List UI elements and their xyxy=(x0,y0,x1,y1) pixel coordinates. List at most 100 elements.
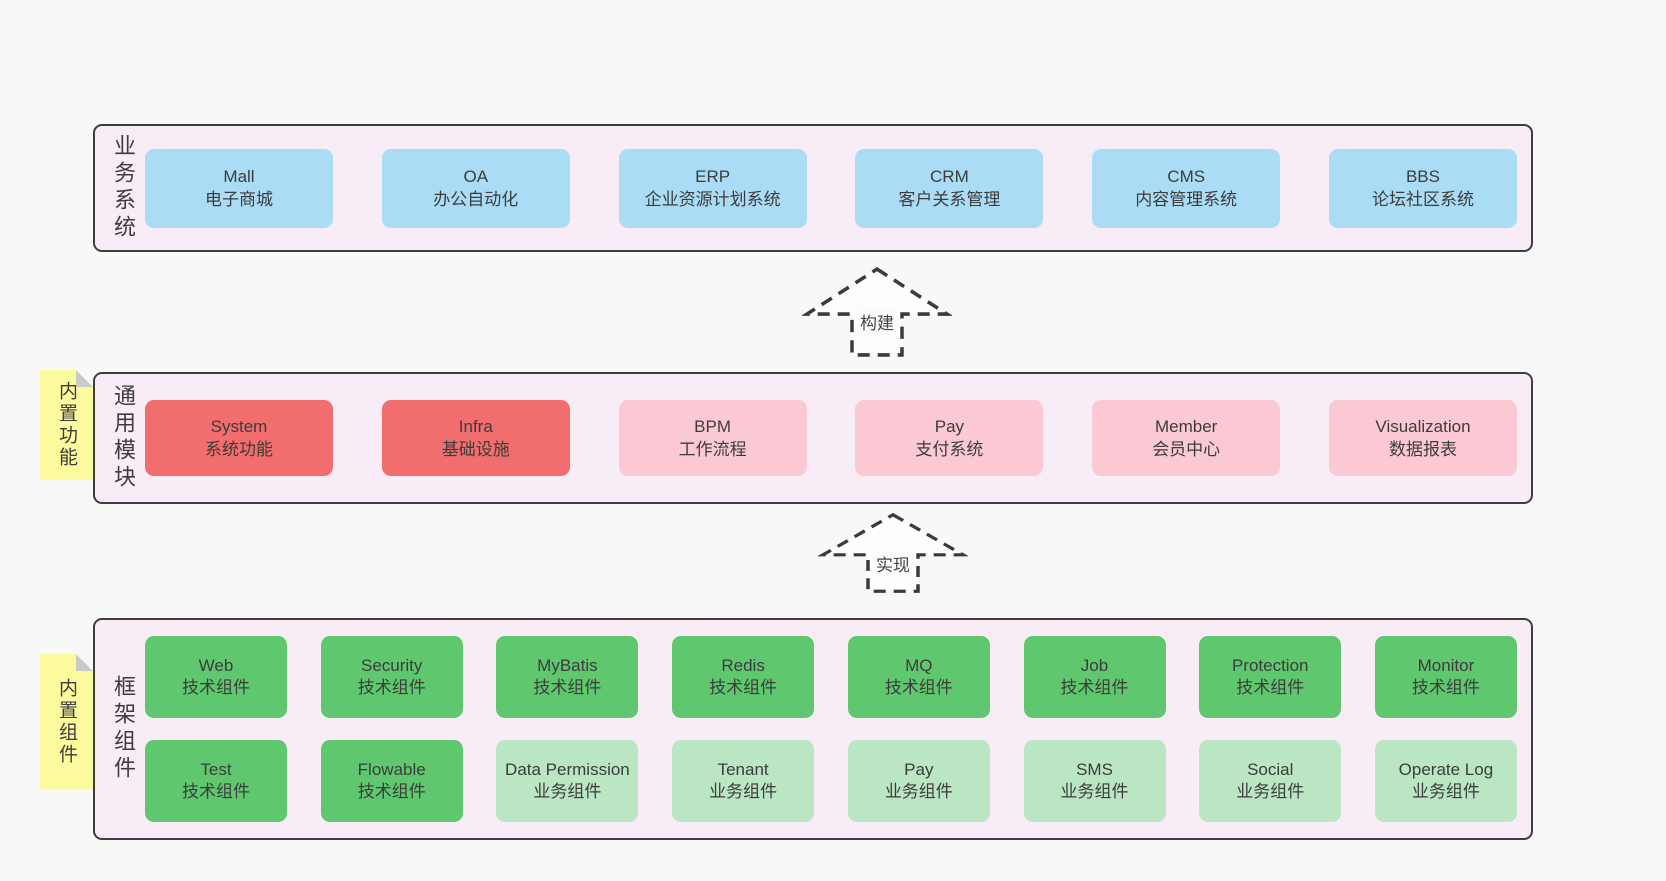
box-title: BPM xyxy=(694,417,732,436)
note-text: 内置功能 xyxy=(56,381,77,469)
box-redis: Redis 技术组件 xyxy=(672,636,815,718)
box-crm: CRM 客户关系管理 xyxy=(855,148,1044,228)
box-bpm: BPM 工作流程 xyxy=(618,400,807,476)
panel-framework-components: 框架组件 Web 技术组件 Security 技术组件 MyBatis 技术组件… xyxy=(93,618,1533,840)
box-title: Operate Log xyxy=(1398,760,1494,779)
box-title: Flowable xyxy=(357,760,426,779)
box-title: MyBatis xyxy=(537,656,598,675)
box-data-permission: Data Permission 业务组件 xyxy=(496,740,639,822)
box-erp: ERP 企业资源计划系统 xyxy=(618,148,807,228)
box-title: Monitor xyxy=(1417,656,1475,675)
box-subtitle: 技术组件 xyxy=(357,782,426,801)
box-title: Test xyxy=(200,760,232,779)
box-subtitle: 技术组件 xyxy=(884,678,953,697)
box-subtitle: 数据报表 xyxy=(1388,440,1457,459)
box-subtitle: 业务组件 xyxy=(884,782,953,801)
box-subtitle: 技术组件 xyxy=(709,678,778,697)
box-subtitle: 技术组件 xyxy=(1236,678,1305,697)
box-title: Data Permission xyxy=(505,760,630,779)
box-member: Member 会员中心 xyxy=(1092,400,1281,476)
box-title: System xyxy=(210,417,268,436)
box-subtitle: 支付系统 xyxy=(915,440,984,459)
box-title: CRM xyxy=(930,167,969,186)
box-web: Web 技术组件 xyxy=(145,636,287,718)
sticky-note-built-in-functions: 内置功能 xyxy=(40,370,93,480)
build-arrow-label: 构建 xyxy=(857,308,897,336)
box-title: Web xyxy=(198,656,234,675)
implement-arrow-label: 实现 xyxy=(873,549,913,577)
box-flowable: Flowable 技术组件 xyxy=(320,740,463,822)
box-protection: Protection 技术组件 xyxy=(1199,636,1342,718)
box-title: OA xyxy=(463,167,489,186)
box-security: Security 技术组件 xyxy=(320,636,463,718)
note-fold-icon xyxy=(76,370,93,387)
box-cms: CMS 内容管理系统 xyxy=(1092,148,1281,228)
box-mybatis: MyBatis 技术组件 xyxy=(496,636,639,718)
note-fold-icon xyxy=(76,654,93,671)
box-pay: Pay 支付系统 xyxy=(855,400,1044,476)
box-subtitle: 技术组件 xyxy=(1060,678,1129,697)
framework-box-row-2: Test 技术组件 Flowable 技术组件 Data Permission … xyxy=(145,740,1517,822)
box-title: Redis xyxy=(721,656,765,675)
note-text: 内置组件 xyxy=(56,678,77,766)
business-box-row: Mall 电子商城 OA 办公自动化 ERP 企业资源计划系统 CRM 客户关系… xyxy=(145,148,1517,228)
box-subtitle: 业务组件 xyxy=(1236,782,1305,801)
box-title: Mall xyxy=(223,167,255,186)
box-social: Social 业务组件 xyxy=(1199,740,1342,822)
box-infra: Infra 基础设施 xyxy=(381,400,570,476)
modules-box-row: System 系统功能 Infra 基础设施 BPM 工作流程 Pay 支付系统… xyxy=(145,400,1517,476)
box-oa: OA 办公自动化 xyxy=(381,148,570,228)
framework-box-row-1: Web 技术组件 Security 技术组件 MyBatis 技术组件 Redi… xyxy=(145,636,1517,718)
box-title: Protection xyxy=(1231,656,1309,675)
box-title: Job xyxy=(1080,656,1109,675)
box-title: Pay xyxy=(934,417,965,436)
panel-label: 通用模块 xyxy=(111,384,136,492)
box-subtitle: 技术组件 xyxy=(1411,678,1480,697)
box-mq: MQ 技术组件 xyxy=(847,636,990,718)
box-subtitle: 业务组件 xyxy=(709,782,778,801)
box-subtitle: 论坛社区系统 xyxy=(1371,190,1474,209)
box-title: Tenant xyxy=(717,760,769,779)
sticky-note-built-in-components: 内置组件 xyxy=(40,654,93,790)
box-title: Security xyxy=(360,656,423,675)
box-subtitle: 业务组件 xyxy=(1060,782,1129,801)
box-sms: SMS 业务组件 xyxy=(1023,740,1166,822)
box-pay-component: Pay 业务组件 xyxy=(847,740,990,822)
box-subtitle: 办公自动化 xyxy=(433,190,519,209)
box-title: MQ xyxy=(905,656,933,675)
box-job: Job 技术组件 xyxy=(1023,636,1166,718)
panel-label: 框架组件 xyxy=(111,675,136,783)
box-subtitle: 电子商城 xyxy=(205,190,273,209)
box-system: System 系统功能 xyxy=(145,400,333,476)
panel-label: 业务系统 xyxy=(111,134,136,242)
box-title: Infra xyxy=(458,417,493,436)
box-title: Pay xyxy=(904,760,934,779)
box-subtitle: 内容管理系统 xyxy=(1135,190,1238,209)
box-subtitle: 工作流程 xyxy=(678,440,747,459)
box-monitor: Monitor 技术组件 xyxy=(1374,636,1517,718)
box-title: Member xyxy=(1155,417,1218,436)
box-subtitle: 业务组件 xyxy=(533,782,602,801)
box-subtitle: 基础设施 xyxy=(441,440,510,459)
box-title: CMS xyxy=(1167,167,1206,186)
box-subtitle: 技术组件 xyxy=(182,782,250,801)
box-visualization: Visualization 数据报表 xyxy=(1328,400,1517,476)
box-title: SMS xyxy=(1076,760,1113,779)
box-subtitle: 会员中心 xyxy=(1152,440,1221,459)
box-subtitle: 技术组件 xyxy=(533,678,602,697)
implement-arrow: 实现 xyxy=(818,512,968,594)
box-test: Test 技术组件 xyxy=(145,740,287,822)
panel-common-modules: 通用模块 System 系统功能 Infra 基础设施 BPM 工作流程 Pay… xyxy=(93,372,1533,504)
box-subtitle: 技术组件 xyxy=(182,678,250,697)
box-title: BBS xyxy=(1405,167,1440,186)
box-tenant: Tenant 业务组件 xyxy=(672,740,815,822)
box-subtitle: 技术组件 xyxy=(357,678,426,697)
build-arrow: 构建 xyxy=(802,266,952,358)
box-subtitle: 业务组件 xyxy=(1411,782,1480,801)
box-title: Social xyxy=(1247,760,1294,779)
box-title: ERP xyxy=(695,167,731,186)
box-subtitle: 系统功能 xyxy=(205,440,273,459)
box-subtitle: 企业资源计划系统 xyxy=(644,190,781,209)
box-mall: Mall 电子商城 xyxy=(145,148,333,228)
